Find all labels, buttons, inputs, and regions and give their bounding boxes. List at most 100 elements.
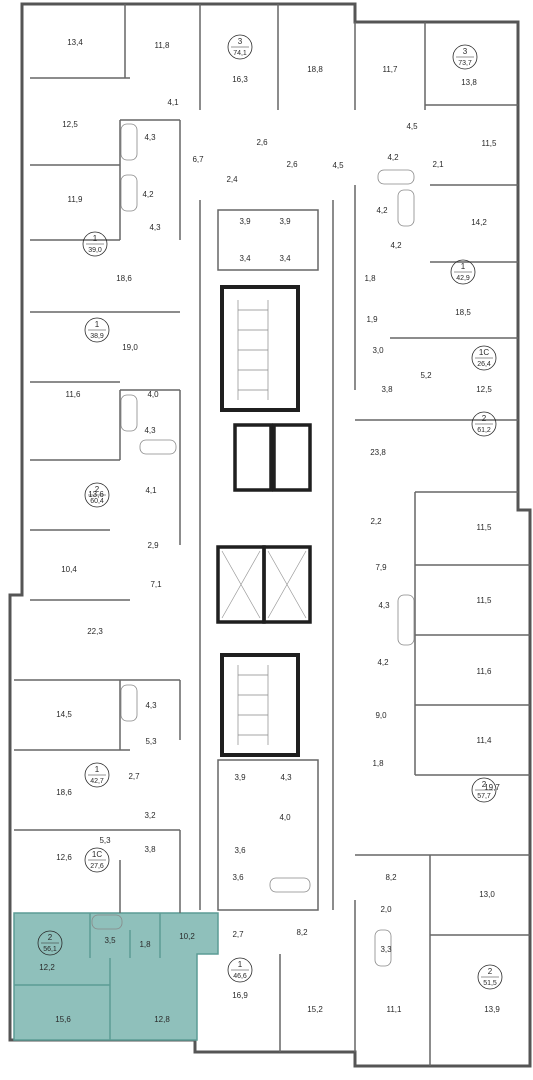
apartment-room-count: 2 xyxy=(482,414,487,423)
highlighted-room-area: 1,8 xyxy=(139,940,151,949)
room-area-label: 9,0 xyxy=(375,711,387,720)
room-area-label: 18,6 xyxy=(56,788,72,797)
apartment-badge-circle xyxy=(452,44,478,70)
apartment-badge[interactable]: 373,7 xyxy=(452,44,478,70)
apartment-room-count: 3 xyxy=(463,47,468,56)
room-area-label: 2,4 xyxy=(226,175,238,184)
apartment-room-count: 1С xyxy=(479,348,489,357)
highlighted-room-area: 3,5 xyxy=(104,936,116,945)
apartment-total-area: 56,1 xyxy=(43,946,57,953)
room-area-label: 11,6 xyxy=(66,390,82,399)
room-area-label: 22,3 xyxy=(87,627,103,636)
apartment-total-area: 61,2 xyxy=(477,427,491,434)
room-area-label: 6,7 xyxy=(192,155,204,164)
apartment-badge-circle xyxy=(450,259,476,285)
room-area-label: 4,0 xyxy=(279,813,291,822)
apartment-badge[interactable]: 1С 26,4 xyxy=(471,345,497,371)
room-area-label: 2,6 xyxy=(286,160,298,169)
room-area-label: 3,8 xyxy=(381,385,393,394)
room-area-label: 5,3 xyxy=(99,836,111,845)
room-area-label: 11,7 xyxy=(383,65,399,74)
apartment-room-count: 1 xyxy=(238,960,243,969)
apartment-badge-circle xyxy=(227,957,253,983)
apartment-total-area: 26,4 xyxy=(477,361,491,368)
apartment-badge[interactable]: 138,9 xyxy=(84,317,110,343)
apartment-badge[interactable]: 256,1 xyxy=(37,930,63,956)
apartment-badge[interactable]: 251,5 xyxy=(477,964,503,990)
apartment-total-area: 60,4 xyxy=(90,498,104,505)
apartment-badge-circle xyxy=(84,482,110,508)
room-area-label: 11,5 xyxy=(477,523,493,532)
interior-walls-right xyxy=(279,22,530,1066)
apartment-room-count: 1 xyxy=(95,320,100,329)
room-area-label: 2,7 xyxy=(232,930,244,939)
apartment-room-count: 1 xyxy=(93,234,98,243)
apartment-badge[interactable]: 139,0 xyxy=(82,231,108,257)
apartment-badge[interactable]: 374,1 xyxy=(227,34,253,60)
stair-core-lower xyxy=(220,653,300,757)
room-area-label: 18,6 xyxy=(116,274,132,283)
highlighted-room-area: 10,2 xyxy=(179,932,195,941)
lift-shafts-small xyxy=(233,423,312,492)
building-outline xyxy=(8,2,532,1068)
highlighted-room-area: 12,2 xyxy=(39,963,55,972)
apartment-total-area: 74,1 xyxy=(233,50,247,57)
apartment-badge-circle xyxy=(84,317,110,343)
stair-core-upper xyxy=(220,285,300,412)
room-area-label: 1,9 xyxy=(366,315,378,324)
room-area-label: 11,1 xyxy=(387,1005,403,1014)
apartment-room-count: 1 xyxy=(95,765,100,774)
stair-upper-steps xyxy=(237,300,269,400)
room-area-label: 3,4 xyxy=(239,254,251,263)
room-area-label: 3,9 xyxy=(234,773,246,782)
room-area-label: 4,5 xyxy=(406,122,418,131)
apartment-badge[interactable]: 142,7 xyxy=(84,762,110,788)
corridor xyxy=(199,200,334,911)
room-area-label: 11,9 xyxy=(68,195,84,204)
room-area-label: 3,3 xyxy=(380,945,392,954)
room-area-label: 12,5 xyxy=(62,120,78,129)
room-area-label: 13,9 xyxy=(484,1005,500,1014)
room-area-label: 19,7 xyxy=(484,783,500,792)
room-area-label: 12,5 xyxy=(476,385,492,394)
room-area-label: 3,4 xyxy=(279,254,291,263)
highlighted-apartment[interactable] xyxy=(13,912,219,1041)
apartment-badge-circle xyxy=(227,34,253,60)
apartment-badge-circle xyxy=(477,964,503,990)
apartment-badge-circle xyxy=(471,345,497,371)
room-area-label: 8,2 xyxy=(385,873,397,882)
apartment-badge[interactable]: 261,2 xyxy=(471,411,497,437)
room-area-label: 16,3 xyxy=(232,75,248,84)
room-area-label: 4,2 xyxy=(142,190,154,199)
room-area-label: 4,3 xyxy=(144,426,156,435)
apartment-room-count: 1 xyxy=(461,262,466,271)
apartment-badge-circle xyxy=(471,411,497,437)
room-area-label: 3,0 xyxy=(372,346,384,355)
room-area-label: 3,8 xyxy=(144,845,156,854)
room-area-label: 13,4 xyxy=(67,38,83,47)
room-area-label: 2,2 xyxy=(370,517,382,526)
room-area-label: 4,3 xyxy=(378,601,390,610)
room-area-label: 4,3 xyxy=(280,773,292,782)
apartment-total-area: 57,7 xyxy=(477,793,491,800)
room-area-label: 4,2 xyxy=(390,241,402,250)
room-area-label: 4,2 xyxy=(387,153,399,162)
room-area-label: 4,2 xyxy=(376,206,388,215)
room-area-label: 5,2 xyxy=(420,371,432,380)
apartment-total-area: 42,7 xyxy=(90,778,104,785)
apartment-badge[interactable]: 142,9 xyxy=(450,259,476,285)
room-area-label: 7,9 xyxy=(375,563,387,572)
apartment-room-count: 2 xyxy=(95,485,100,494)
interior-walls xyxy=(14,4,279,913)
apartment-total-area: 51,5 xyxy=(483,980,497,987)
room-area-label: 18,8 xyxy=(307,65,323,74)
apartment-badge[interactable]: 260,4 xyxy=(84,482,110,508)
apartment-badge[interactable]: 257,7 xyxy=(471,777,497,803)
apartment-badge[interactable]: 146,6 xyxy=(227,957,253,983)
